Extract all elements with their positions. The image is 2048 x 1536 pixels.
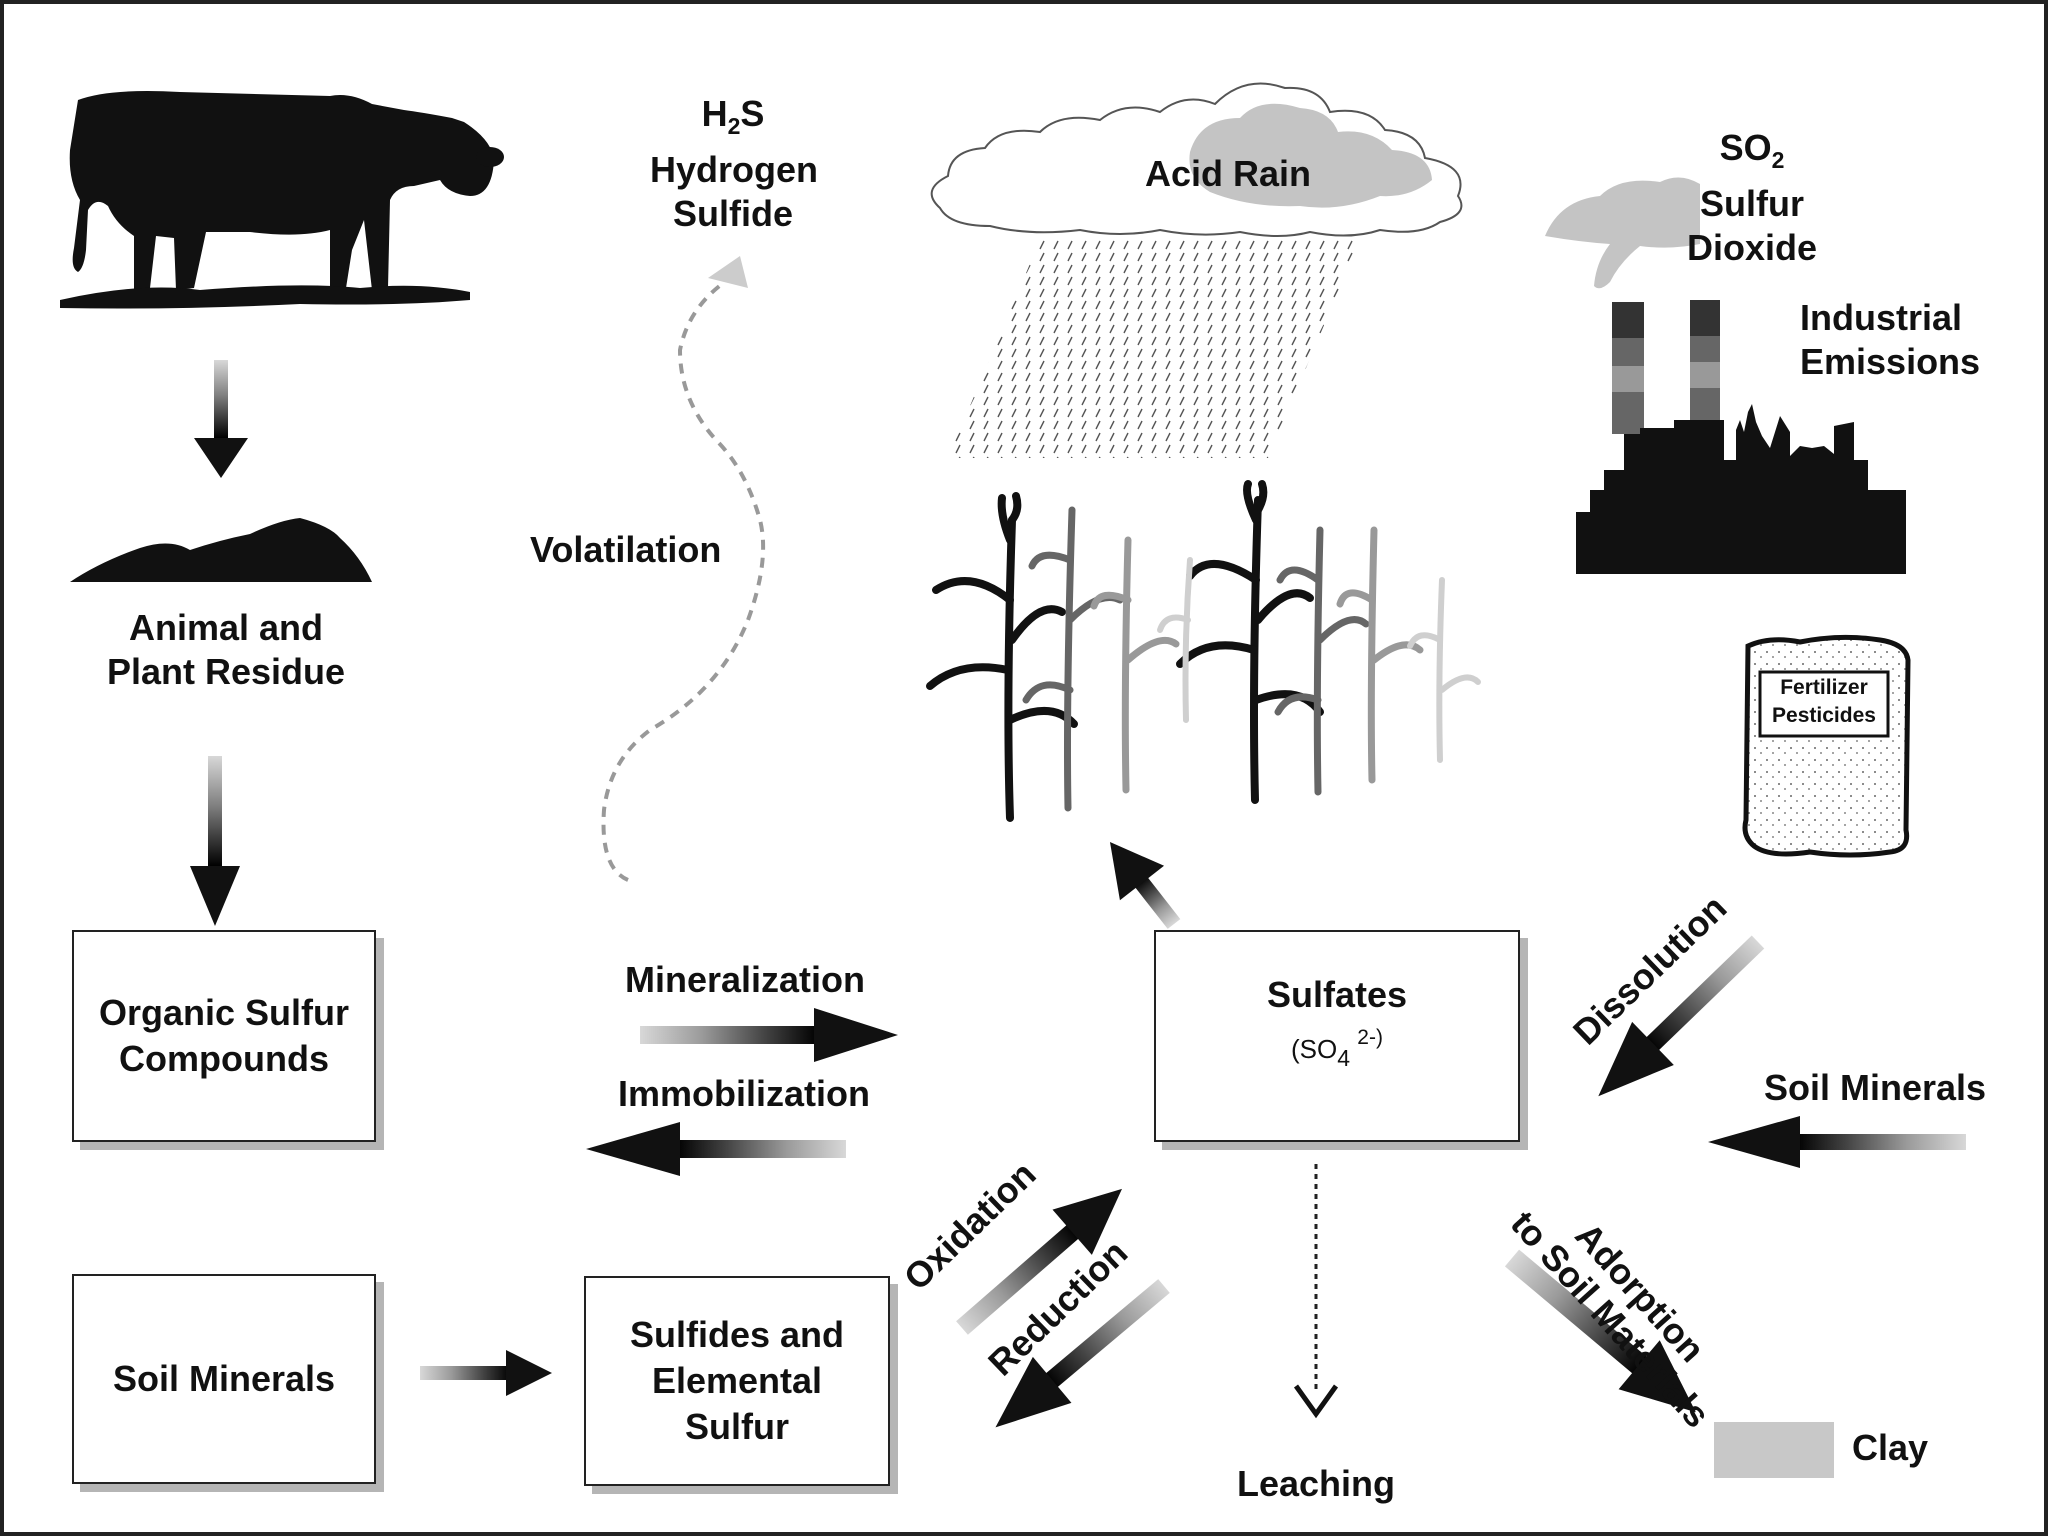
residue-label: Animal and Plant Residue bbox=[106, 607, 346, 692]
h2s-label: H2S Hydrogen Sulfide bbox=[650, 93, 819, 234]
dissolution-arrow bbox=[1598, 935, 1765, 1097]
sulfides-box: Sulfides and Elemental Sulfur bbox=[584, 1276, 890, 1486]
fertilizer-bag-icon bbox=[1742, 634, 1911, 858]
clay-block bbox=[1714, 1422, 1834, 1478]
rain-icon bbox=[948, 240, 1360, 458]
acid-rain-label: Acid Rain bbox=[1144, 153, 1312, 194]
volatilation-label: Volatilation bbox=[530, 529, 722, 570]
immobilization-label: Immobilization bbox=[618, 1073, 870, 1114]
cloud-icon bbox=[930, 82, 1463, 237]
uptake-arrow bbox=[1109, 842, 1181, 929]
smoke-icon bbox=[1545, 177, 1700, 289]
residue-pile-icon bbox=[70, 518, 372, 582]
leaching-arrow bbox=[1293, 1164, 1339, 1419]
immobilization-arrow bbox=[586, 1122, 846, 1176]
clay-label: Clay bbox=[1852, 1427, 1929, 1468]
sulfates-box: Sulfates (SO4 2-) bbox=[1154, 930, 1520, 1142]
soil-minerals-arrow bbox=[1708, 1116, 1966, 1168]
arrow-cow-to-residue bbox=[194, 360, 248, 478]
fertilizer-label: Fertilizer Pesticides bbox=[1772, 676, 1876, 727]
industrial-emissions-label: Industrial Emissions bbox=[1800, 297, 1981, 382]
arrow-residue-to-organic bbox=[190, 756, 240, 926]
volatilation-arrow bbox=[601, 256, 766, 882]
organic-sulfur-box: Organic Sulfur Compounds bbox=[72, 930, 376, 1142]
soil-to-sulfides-arrow bbox=[420, 1350, 552, 1396]
leaching-label: Leaching bbox=[1236, 1463, 1396, 1504]
mineralization-arrow bbox=[640, 1008, 898, 1062]
reduction-arrow bbox=[995, 1279, 1170, 1428]
soil-minerals-box: Soil Minerals bbox=[72, 1274, 376, 1484]
corn-plants-icon bbox=[926, 480, 1481, 822]
so2-label: SO2 Sulfur Dioxide bbox=[1686, 127, 1818, 268]
mineralization-label: Mineralization bbox=[624, 959, 866, 1000]
cow-icon bbox=[60, 91, 504, 309]
factory-icon bbox=[1576, 300, 1906, 574]
adsorption-arrow bbox=[1504, 1249, 1696, 1413]
oxidation-arrow bbox=[956, 1188, 1122, 1335]
soil-minerals-right-label: Soil Minerals bbox=[1764, 1067, 1987, 1108]
